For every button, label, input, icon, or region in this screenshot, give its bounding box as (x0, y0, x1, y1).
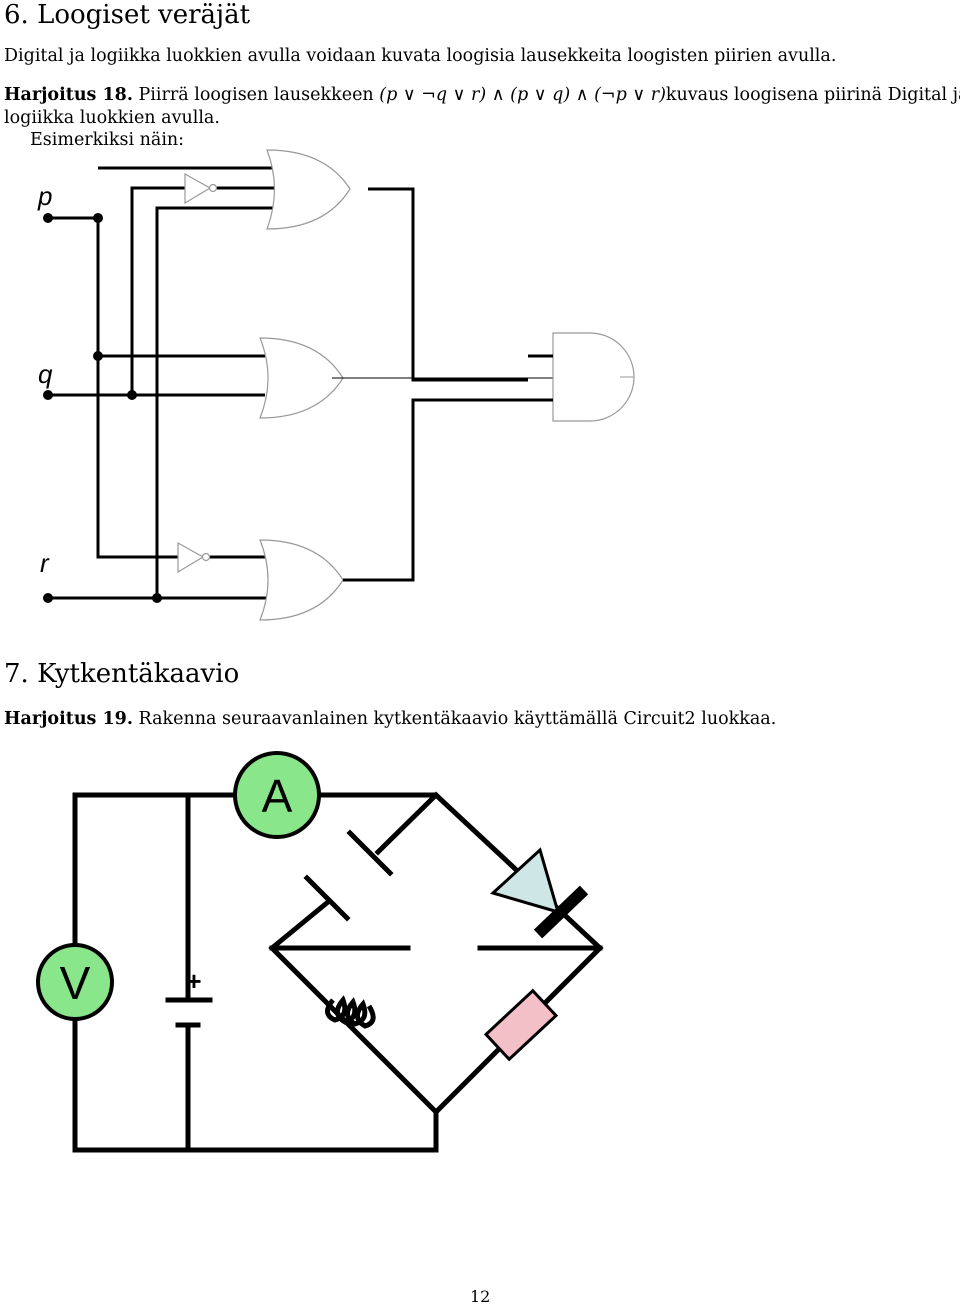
ammeter-body (233, 751, 321, 839)
section-6-title: 6. Loogiset veräjät (4, 0, 251, 30)
voltmeter-body (36, 943, 114, 1021)
not-gate-q (184, 172, 218, 205)
circuit-wires (72, 791, 604, 1153)
exercise-18-line2: logiikka luokkien avulla. (4, 108, 220, 128)
battery: + (165, 966, 213, 1028)
input-label-p: p (37, 181, 52, 211)
example-label: Esimerkiksi näin: (30, 130, 185, 150)
section-7-title: 7. Kytkentäkaavio (4, 659, 240, 689)
junction-dots (43, 213, 162, 603)
exercise-19-line: Harjoitus 19. Rakenna seuraavanlainen ky… (4, 707, 776, 731)
diode (490, 847, 589, 939)
and-gate (528, 332, 635, 422)
logic-expression: (p ∨ ¬q ∨ r) ∧ (p ∨ q) ∧ (¬p ∨ r) (379, 85, 666, 105)
exercise-19-label: Harjoitus 19. (4, 709, 133, 729)
exercise-18-label: Harjoitus 18. (4, 85, 133, 105)
exercise-18-text-before: Piirrä loogisen lausekkeen (138, 85, 374, 105)
not-gate-r (177, 541, 211, 574)
exercise-18-line1: Harjoitus 18. Piirrä loogisen lausekkeen… (4, 83, 960, 107)
ammeter-label: A (262, 770, 293, 822)
page-number: 12 (470, 1287, 491, 1306)
capacitor (303, 829, 394, 922)
ammeter: A (233, 751, 321, 839)
logic-circuit-diagram: p q r (37, 149, 635, 621)
resistor (483, 988, 559, 1062)
or-gate-2 (259, 337, 555, 419)
diode-body (490, 847, 561, 915)
inductor-coil (325, 995, 376, 1029)
section-6-intro: Digital ja logiikka luokkien avulla void… (4, 46, 837, 66)
exercise-18-text-after: kuvaus loogisena piirinä Digital ja/tai (665, 85, 960, 105)
input-label-q: q (38, 359, 53, 389)
or-gate-1 (266, 149, 528, 382)
exercise-19-text: Rakenna seuraavanlainen kytkentäkaavio k… (138, 709, 777, 729)
input-label-r: r (40, 548, 50, 578)
resistor-body (483, 988, 559, 1062)
voltmeter: V (36, 943, 114, 1021)
battery-plus-sign: + (186, 966, 201, 996)
or-gate-3 (259, 398, 528, 621)
voltmeter-label: V (60, 957, 91, 1009)
